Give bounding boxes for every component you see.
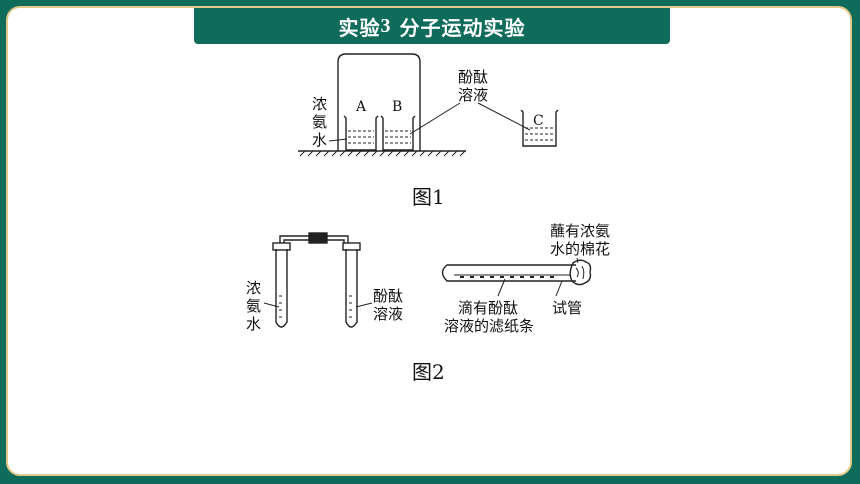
figure1 <box>298 53 559 157</box>
figure2-left-labels: 浓 氨 水 酚酞 溶液 <box>246 279 403 333</box>
title-prefix: 实验 <box>338 15 381 40</box>
figure1-labels: 浓 氨 水 A B C 酚酞 溶液 图1 <box>312 68 544 209</box>
cotton-label-line2: 水的棉花 <box>550 240 610 258</box>
figure2-right-apparatus <box>441 257 592 297</box>
label-beaker-b: B <box>392 99 402 115</box>
right-label-line1: 酚酞 <box>373 287 403 305</box>
left-label-line1: 浓 <box>246 279 261 297</box>
leader-cotton <box>576 257 579 264</box>
right-label-line2: 溶液 <box>373 305 403 323</box>
figure2-caption: 图2 <box>412 360 445 384</box>
beaker-b <box>380 115 416 151</box>
label-phenol-line2: 溶液 <box>458 86 488 104</box>
leader-phenol-c <box>477 102 531 131</box>
phenol-drops <box>460 276 554 278</box>
leader-tube <box>555 280 563 297</box>
label-beaker-c: C <box>533 113 544 129</box>
left-label-line3: 水 <box>246 315 261 333</box>
label-ammonia-line2: 氨 <box>312 113 327 131</box>
right-tube-liquid <box>349 295 354 318</box>
left-tube-liquid <box>279 295 284 318</box>
large-beaker-cover <box>337 53 421 151</box>
leader-ammonia <box>328 138 348 142</box>
label-ammonia-line1: 浓 <box>312 95 327 113</box>
cotton-texture <box>575 265 585 280</box>
left-stopper <box>272 242 291 251</box>
liquid-b <box>385 130 411 144</box>
cotton-label-line1: 蘸有浓氨 <box>550 222 610 240</box>
horizontal-test-tube <box>441 264 576 282</box>
label-phenol-line1: 酚酞 <box>458 68 488 86</box>
figure1-caption: 图1 <box>412 185 445 209</box>
label-beaker-a: A <box>355 99 367 115</box>
rubber-connector <box>308 232 328 244</box>
left-label-line2: 氨 <box>246 297 261 315</box>
figure2-left-apparatus <box>263 232 373 328</box>
strip-label-line1: 滴有酚酞 <box>458 299 518 317</box>
beaker-c <box>520 109 559 147</box>
strip-label-line2: 溶液的滤纸条 <box>444 317 534 335</box>
tube-label: 试管 <box>552 299 582 317</box>
title-number: 3 <box>380 14 392 37</box>
leader-strip <box>497 278 506 297</box>
liquid-a <box>348 130 374 144</box>
beaker-a <box>343 115 379 151</box>
right-stopper <box>342 242 361 251</box>
leader-right-phenol <box>355 302 373 308</box>
title-subject: 分子运动实验 <box>399 15 526 40</box>
right-test-tube <box>345 249 358 328</box>
cotton-ball-icon <box>569 259 592 286</box>
left-test-tube <box>275 249 288 328</box>
leader-phenol-b <box>409 102 461 135</box>
label-ammonia-line3: 水 <box>312 131 327 149</box>
table-hatching <box>299 150 466 157</box>
figure2-right-labels: 蘸有浓氨 水的棉花 滴有酚酞 溶液的滤纸条 试管 图2 <box>412 222 610 384</box>
leader-left-ammonia <box>263 302 280 308</box>
